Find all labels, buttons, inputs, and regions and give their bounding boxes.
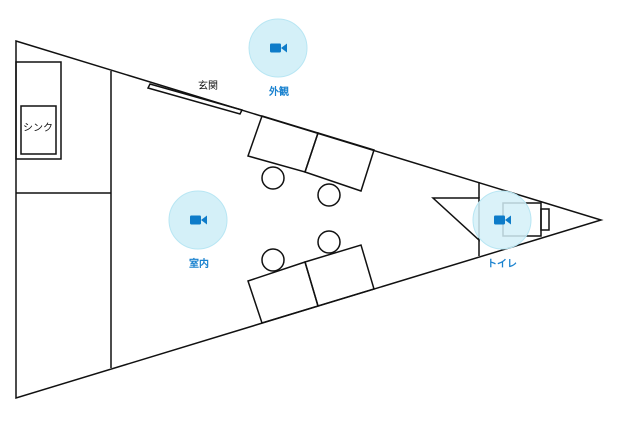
- toilet-tank: [540, 208, 550, 231]
- video-camera-icon: [270, 43, 287, 53]
- camera-toilet-label: トイレ: [487, 258, 517, 270]
- table-upper-right: [304, 132, 375, 192]
- camera-exterior[interactable]: 外観: [248, 18, 308, 98]
- table-lower-right: [304, 244, 375, 307]
- camera-interior-label: 室内: [189, 257, 209, 270]
- sink-basin: [20, 105, 57, 155]
- stool-3: [261, 248, 285, 272]
- kitchen-counter: [15, 61, 62, 160]
- stool-4: [317, 230, 341, 254]
- camera-toilet[interactable]: トイレ: [472, 190, 532, 270]
- camera-interior[interactable]: 室内: [168, 190, 228, 270]
- sink-label: シンク: [23, 122, 53, 134]
- stool-2: [317, 183, 341, 207]
- stool-1: [261, 166, 285, 190]
- video-camera-icon: [494, 215, 511, 225]
- video-camera-icon: [190, 215, 207, 225]
- toilet-door: [431, 197, 480, 242]
- entrance-label: 玄関: [198, 79, 218, 92]
- camera-exterior-label: 外観: [268, 85, 289, 98]
- entrance-door: [146, 83, 244, 115]
